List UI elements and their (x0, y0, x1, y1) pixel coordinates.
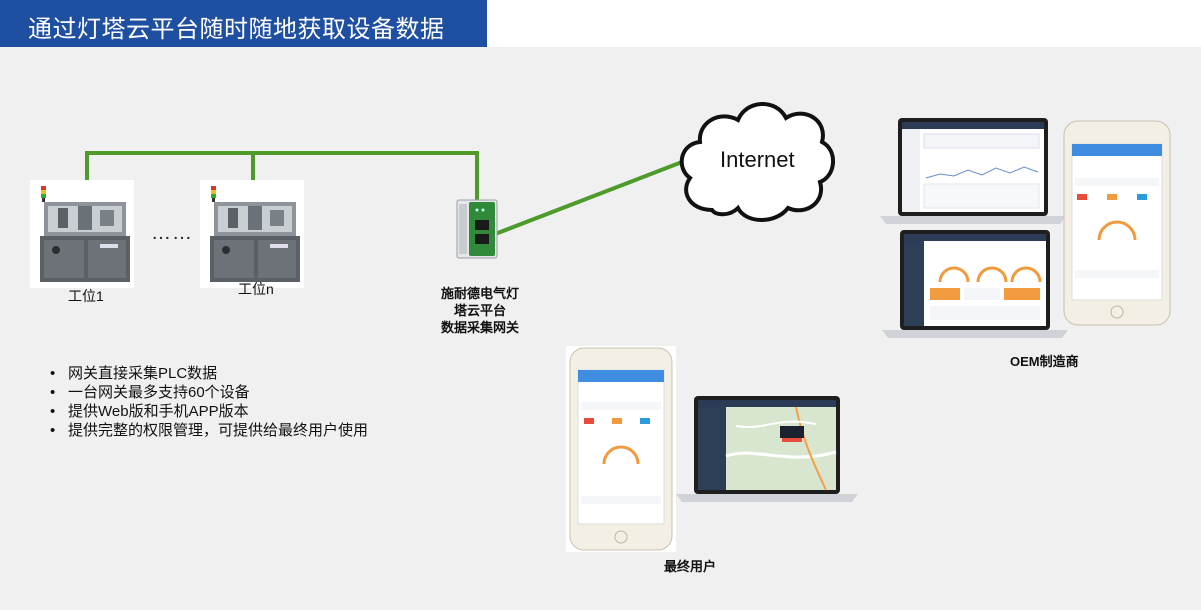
gateway-label-line-3: 数据采集网关 (440, 320, 519, 335)
gateway-label-line-2: 塔云平台 (453, 303, 506, 318)
feature-text: 一台网关最多支持60个设备 (68, 384, 250, 401)
field-bus-line (85, 151, 479, 200)
feature-text: 提供Web版和手机APP版本 (68, 403, 249, 420)
end-user-caption: 最终用户 (664, 559, 717, 574)
laptop-icon-end-user (676, 396, 858, 502)
gateway-label: 施耐德电气灯 塔云平台 数据采集网关 (420, 285, 540, 336)
oem-caption: OEM制造商 (1010, 354, 1079, 369)
feature-item: •一台网关最多支持60个设备 (50, 384, 250, 401)
gateway-label-line-1: 施耐德电气灯 (440, 286, 519, 301)
station-1-label: 工位1 (68, 288, 104, 304)
feature-text: 网关直接采集PLC数据 (68, 365, 218, 382)
laptop-icon-oem-2 (882, 230, 1068, 338)
gateway-icon (456, 199, 498, 259)
phone-icon-end-user (566, 346, 676, 552)
title-bar: 通过灯塔云平台随时随地获取设备数据 (0, 0, 487, 47)
laptop-icon-oem-1 (880, 118, 1066, 224)
machine-icon-station-n (200, 180, 304, 288)
feature-item: •网关直接采集PLC数据 (50, 365, 218, 382)
internet-label: Internet (720, 147, 795, 172)
feature-item: •提供完整的权限管理，可提供给最终用户使用 (50, 422, 369, 439)
ellipsis-text: …… (151, 222, 193, 244)
feature-list: •网关直接采集PLC数据 •一台网关最多支持60个设备 •提供Web版和手机AP… (50, 364, 368, 440)
cloud-icon (679, 102, 835, 222)
gateway-internet-line (489, 160, 683, 238)
feature-item: •提供Web版和手机APP版本 (50, 403, 249, 420)
feature-text: 提供完整的权限管理，可提供给最终用户使用 (68, 422, 369, 439)
page-title: 通过灯塔云平台随时随地获取设备数据 (28, 16, 445, 43)
station-n-label: 工位n (238, 281, 274, 297)
phone-icon-oem (1063, 120, 1171, 326)
machine-icon-station-1 (30, 180, 134, 288)
